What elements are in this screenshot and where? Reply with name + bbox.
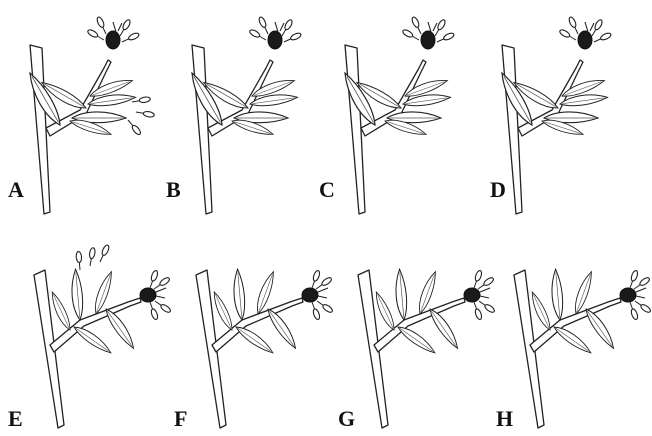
panel-label: G xyxy=(338,406,355,431)
panel-h: H xyxy=(496,269,652,431)
panel-g: G xyxy=(338,269,496,431)
panel-e-extra-stamens xyxy=(76,244,110,270)
panel-e: E xyxy=(8,244,172,431)
panel-label: F xyxy=(174,406,187,431)
panel-a: A xyxy=(8,16,155,214)
panel-a-extra-stamens xyxy=(126,96,155,136)
panel-c: C xyxy=(319,16,455,214)
panel-label: C xyxy=(319,177,335,202)
panel-label: H xyxy=(496,406,513,431)
panel-label: E xyxy=(8,406,23,431)
panel-f: F xyxy=(174,269,334,431)
panel-b: B xyxy=(166,16,302,214)
panel-label: D xyxy=(490,177,506,202)
panel-label: A xyxy=(8,177,24,202)
panel-label: B xyxy=(166,177,181,202)
panel-d: D xyxy=(490,16,612,214)
